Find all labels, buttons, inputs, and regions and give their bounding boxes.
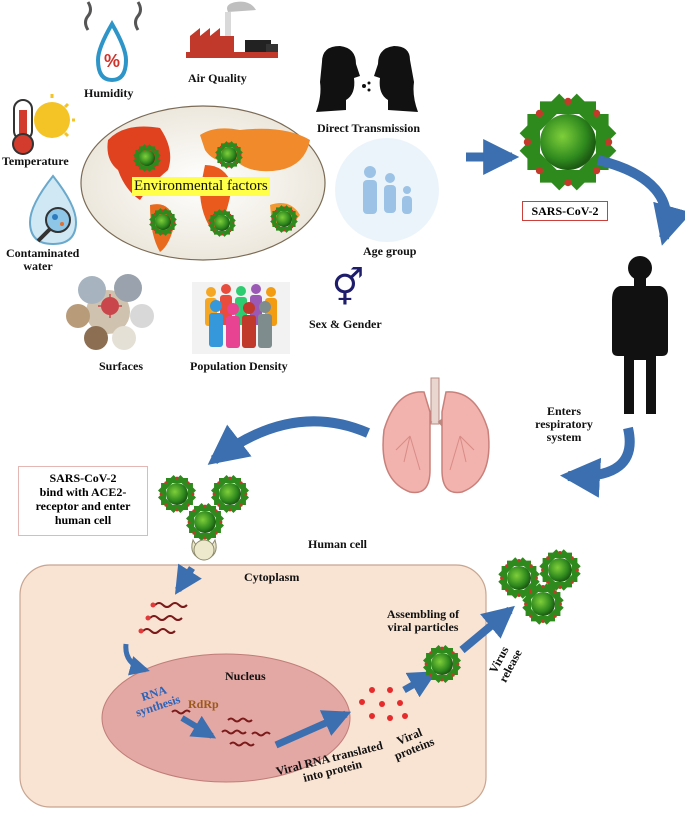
arrow-translation (274, 710, 352, 749)
released-virus-icon (524, 585, 562, 623)
binding-virus-icon (213, 477, 248, 512)
map-virus-icon (209, 210, 234, 235)
sex-gender-icon: ⚥ (332, 267, 365, 309)
age-group-label: Age group (363, 244, 417, 258)
water-drop-icon (28, 174, 78, 246)
human-silhouette-icon (612, 256, 668, 414)
map-virus-icon (216, 142, 241, 167)
binding-virus-icon (188, 505, 223, 540)
factory-icon (186, 1, 278, 58)
population-density-image (192, 282, 290, 354)
nucleus-label: Nucleus (225, 669, 266, 683)
viral-protein-dots (359, 687, 408, 721)
arrow-rdrp (180, 715, 217, 739)
arrow-human-to-lungs (560, 426, 635, 498)
surfaces-image (66, 274, 154, 350)
cytoplasm-label: Cytoplasm (244, 570, 300, 584)
sars-cov-2-virus-icon (524, 98, 612, 186)
arrow-virus-to-human (596, 155, 685, 246)
sex-gender-label: Sex & Gender (309, 317, 382, 331)
map-virus-icon (271, 206, 296, 231)
svg-text:%: % (104, 51, 120, 71)
assembling-virus-icon (425, 647, 460, 682)
temperature-label: Temperature (2, 154, 69, 168)
sars-cov-2-label: SARS-CoV-2 (522, 201, 608, 221)
humidity-label: Humidity (84, 86, 134, 100)
arrow-assembly (402, 670, 437, 698)
map-virus-icon (134, 145, 159, 170)
arrow-lungs-to-ace2 (207, 416, 370, 465)
arrow-to-nucleus (123, 643, 150, 676)
humidity-icon: % (84, 1, 142, 83)
human-cell-label: Human cell (308, 537, 367, 551)
age-group-icon (335, 138, 439, 242)
ace2-receptor-icon (193, 539, 215, 561)
rna-synthesis-strands (171, 709, 271, 747)
viral-rna-strands (142, 602, 188, 634)
temperature-icon (12, 94, 75, 155)
binding-virus-icon (160, 477, 195, 512)
direct-transmission-label: Direct Transmission (317, 121, 421, 135)
released-virus-icon (541, 551, 579, 589)
rdrp-label: RdRp (188, 697, 219, 711)
air-quality-label: Air Quality (188, 71, 247, 85)
arrow-release (459, 605, 515, 654)
map-virus-icon (150, 209, 175, 234)
direct-transmission-icon (316, 46, 418, 112)
lungs-icon (382, 377, 490, 494)
surfaces-label: Surfaces (99, 359, 143, 373)
arrow-entry (174, 563, 202, 595)
population-density-label: Population Density (190, 359, 288, 373)
environmental-factors-label: Environmental factors (132, 177, 270, 196)
